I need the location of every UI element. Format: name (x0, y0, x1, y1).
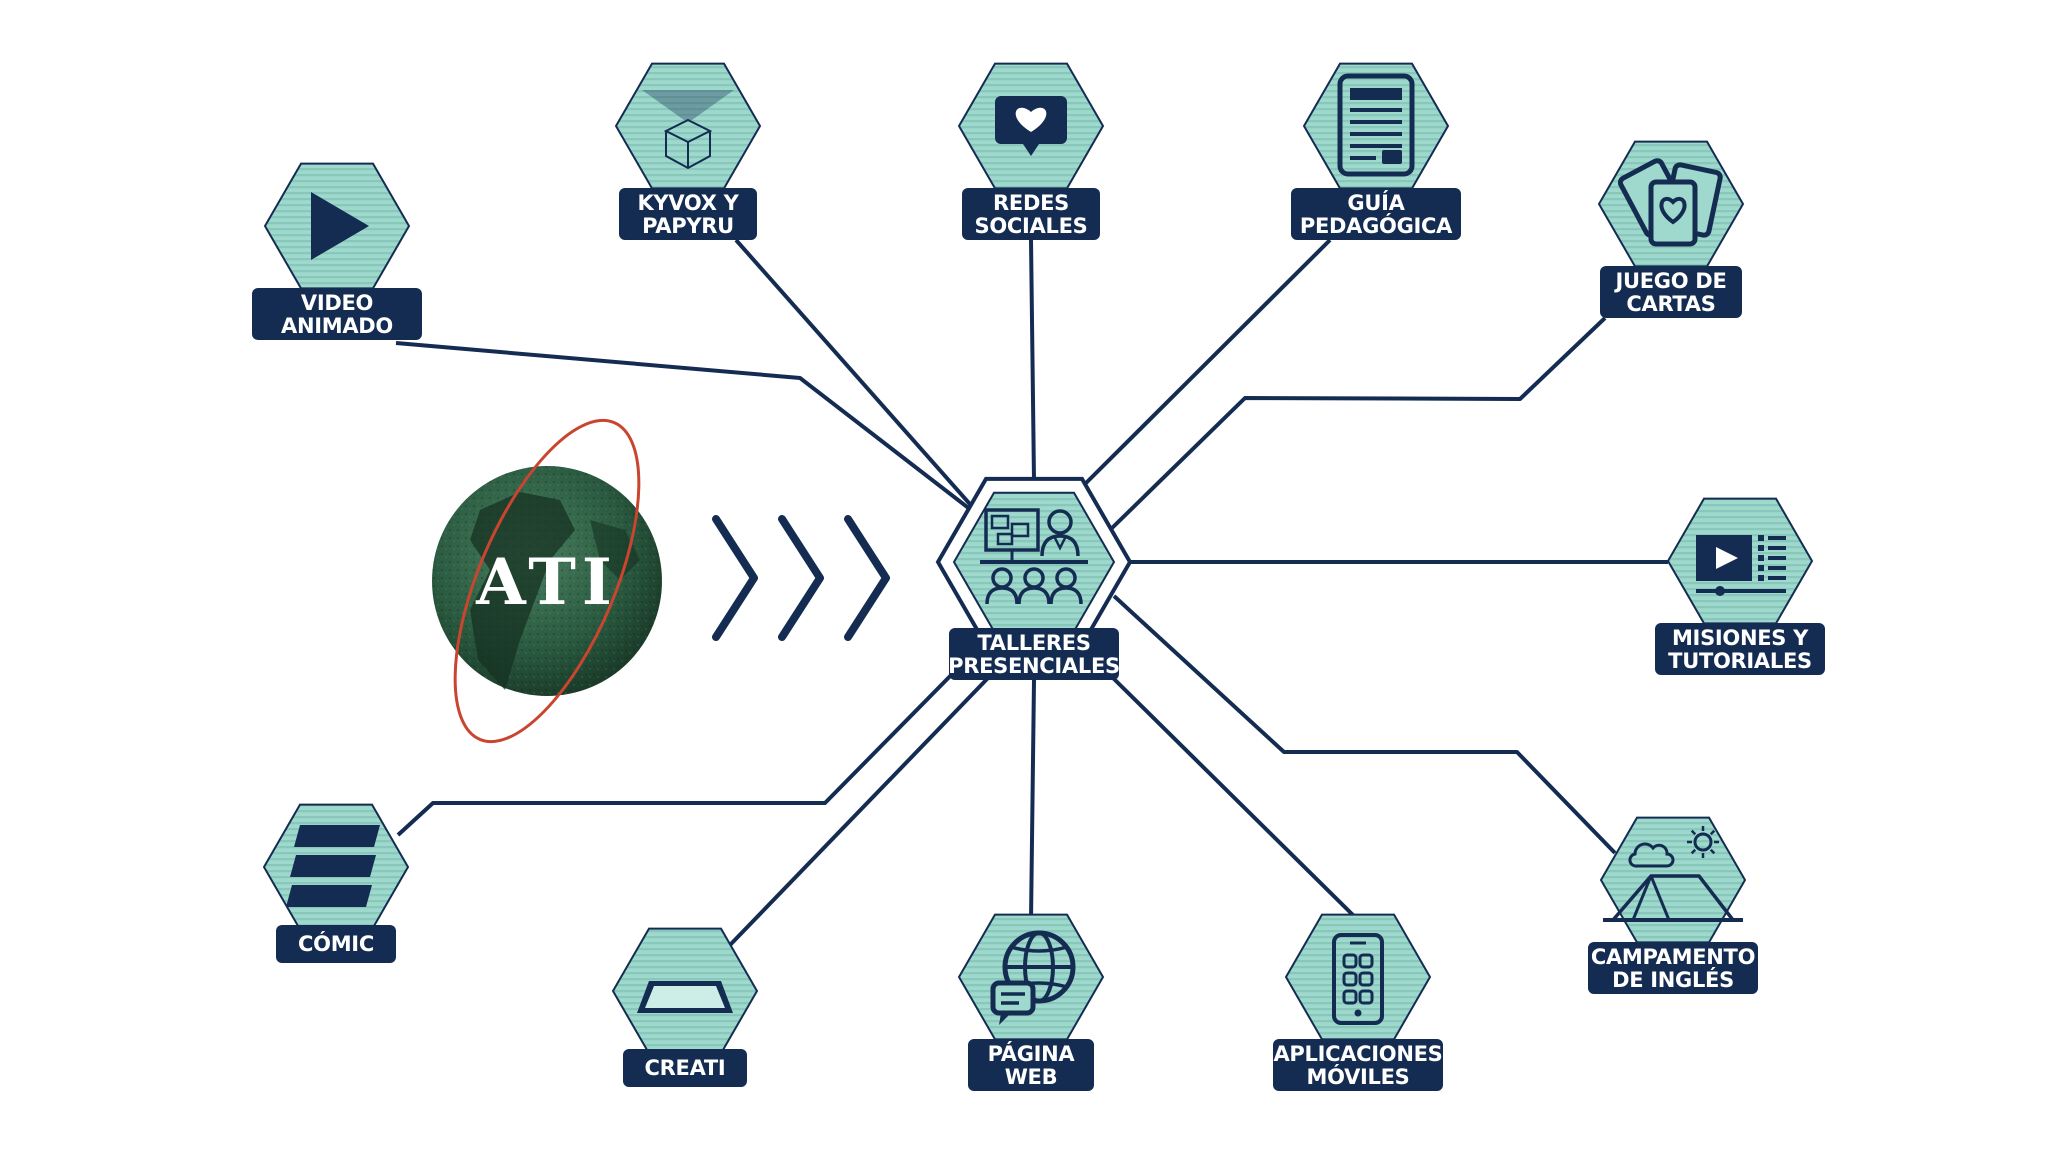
node-label-line: CREATI (645, 1056, 726, 1080)
node-label-plate (949, 628, 1119, 680)
node-label-plate (962, 188, 1100, 240)
node-label-line: CÓMIC (298, 931, 374, 956)
node-label-line: PEDAGÓGICA (1300, 213, 1453, 238)
node-label-line: PAPYRU (642, 214, 734, 238)
connector-line (396, 658, 968, 837)
node-label-line: SOCIALES (975, 214, 1088, 238)
connector-line (1109, 674, 1360, 922)
node-label-line: CAMPAMENTO (1591, 945, 1755, 969)
node-label-plate (1600, 266, 1742, 318)
play-icon (311, 192, 369, 260)
connector-lines (395, 238, 1668, 947)
node-label-plate (623, 1049, 747, 1087)
connector-line (1082, 238, 1332, 487)
chevron-arrows-icon (712, 515, 890, 641)
node-label-line: TALLERES (977, 631, 1090, 655)
node-label-line: PRESENCIALES (948, 654, 1120, 678)
node-label-line: MISIONES Y (1672, 626, 1809, 650)
connector-line (728, 676, 990, 947)
node-label-line: DE INGLÉS (1612, 967, 1734, 992)
connector-line (1029, 239, 1036, 481)
node-label-line: PÁGINA (988, 1041, 1076, 1066)
node-label-line: ANIMADO (281, 314, 393, 338)
node-label-plate (619, 188, 757, 240)
globe-chat-icon (990, 930, 1076, 1025)
node-comic: CÓMIC (262, 803, 410, 963)
node-hexagon (614, 62, 762, 190)
ati-globe-logo: ATI (432, 418, 662, 744)
connector-line (1108, 316, 1607, 532)
node-label-plate (1588, 942, 1758, 994)
node-label-line: VIDEO (301, 291, 373, 315)
hologram-cube-icon (642, 90, 734, 170)
node-label-plate (1273, 1039, 1443, 1091)
connector-line (734, 238, 986, 522)
tablet-icon (637, 981, 733, 1013)
node-label-plate (1655, 623, 1825, 675)
node-label-line: MÓVILES (1306, 1064, 1409, 1089)
node-label-line: CARTAS (1626, 292, 1715, 316)
node-label-line: REDES (993, 191, 1069, 215)
node-hexagon (1302, 62, 1450, 190)
video-player-icon (1696, 535, 1786, 596)
node-label-plate (968, 1039, 1094, 1091)
node-label-line: TUTORIALES (1668, 649, 1812, 673)
node-label-line: APLICACIONES (1273, 1042, 1442, 1066)
node-label-plate (276, 925, 396, 963)
connector-line (1112, 594, 1617, 855)
node-creati: CREATI (611, 927, 759, 1087)
connector-line (1029, 679, 1036, 921)
node-label-line: JUEGO DE (1614, 269, 1727, 293)
connector-line (395, 341, 986, 522)
node-label-line: GUÍA (1347, 190, 1405, 215)
logo-text: ATI (475, 545, 618, 620)
smartphone-apps-icon (1332, 933, 1384, 1025)
comic-panels-icon (286, 825, 380, 907)
node-label-plate (252, 288, 422, 340)
playing-cards-icon (1617, 158, 1723, 247)
node-hexagon (1599, 816, 1747, 944)
node-label-line: KYVOX Y (637, 191, 739, 215)
document-icon (1337, 73, 1415, 177)
tent-icon (1603, 826, 1743, 922)
node-label-plate (1291, 188, 1461, 240)
heart-chat-icon (995, 96, 1067, 156)
classroom-workshop-icon (980, 508, 1088, 605)
node-label-line: WEB (1005, 1065, 1058, 1089)
